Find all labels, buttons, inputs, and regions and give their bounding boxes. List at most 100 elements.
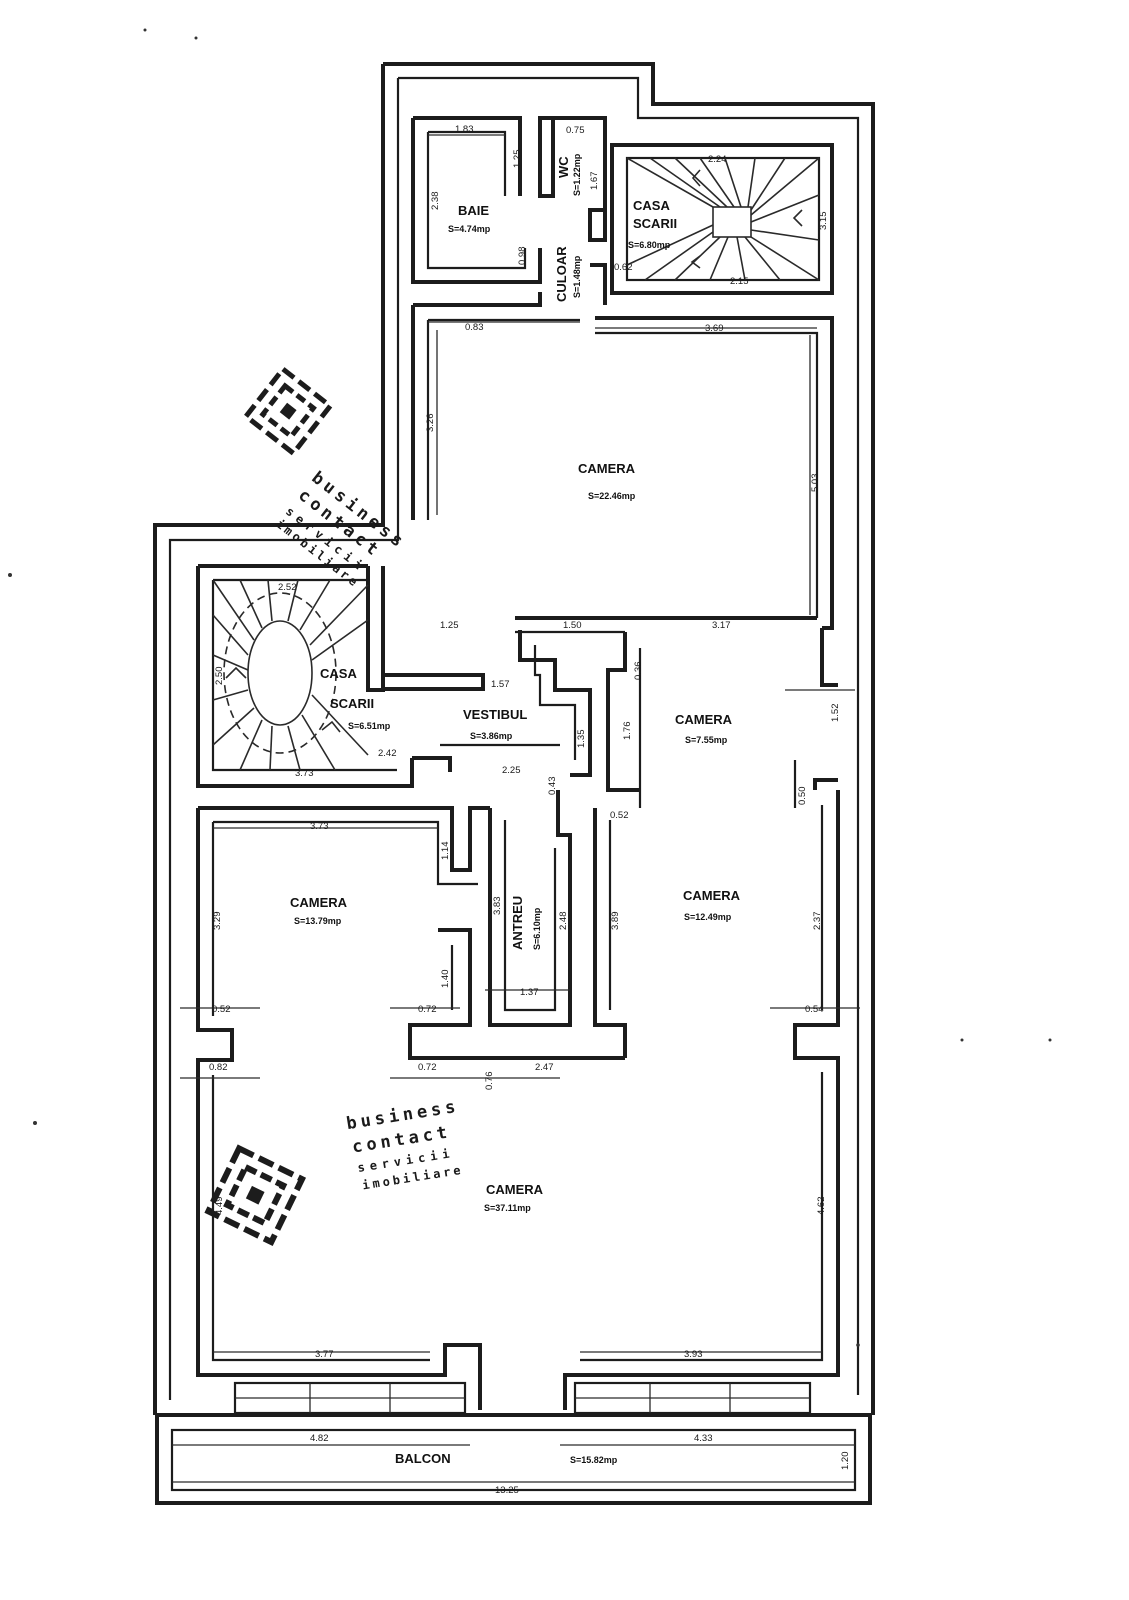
dim-balcon-total: 13.25	[495, 1485, 519, 1496]
casa-scarii-left-area: S=6.51mp	[348, 721, 391, 731]
dim-camera-top-b1: 1.25	[440, 620, 459, 631]
dim-balcon-h: 1.20	[840, 1452, 851, 1471]
dim-camera-top-h2: 5.03	[810, 474, 821, 493]
stair-left	[196, 564, 485, 788]
watermark-bottom: business contact servicii imobiliare	[204, 1097, 465, 1247]
camera-top-label: CAMERA	[578, 461, 636, 476]
dim-camera-bottom-d1: 0.72	[418, 1062, 437, 1073]
dim-camera-bottom-w2: 3.93	[684, 1349, 703, 1360]
culoar-area: S=1.48mp	[572, 255, 582, 298]
watermark-top: business contact servicii imobiliare	[242, 365, 410, 591]
camera-bottom-area: S=37.11mp	[484, 1203, 531, 1213]
camera-right-label: CAMERA	[683, 888, 741, 903]
camera-right-area: S=12.49mp	[684, 912, 732, 922]
casa-scarii-left-label-1: CASA	[320, 666, 357, 681]
dim-camera-bottom-h1: 4.49	[214, 1197, 225, 1216]
dim-camera-right-d: 0.54	[805, 1004, 824, 1015]
dim-vestibul-h: 1.35	[576, 730, 587, 749]
dim-camera-top-w1: 0.83	[465, 322, 484, 333]
dim-camera-bottom-w1: 3.77	[315, 1349, 334, 1360]
dim-scari-left-e: 2.42	[378, 748, 397, 759]
dim-scari-top-w: 2.24	[708, 154, 727, 165]
camera-small-walls	[606, 628, 838, 808]
dim-camera-left-d2: 0.52	[212, 1004, 231, 1015]
casa-scarii-top-label-1: CASA	[633, 198, 670, 213]
antreu-walls	[485, 790, 572, 1027]
camera-small-label: CAMERA	[675, 712, 733, 727]
dim-scari-left-w: 2.52	[278, 582, 297, 593]
dim-antreu-h2: 2.48	[558, 912, 569, 931]
dim-baie-w: 1.83	[455, 124, 474, 135]
dim-camera-bottom-h2: 4.62	[816, 1197, 827, 1216]
dimension-labels: 1.83 2.38 1.25 0.98 0.75 1.67 2.24 2.15 …	[209, 124, 851, 1496]
dim-camera-small-r2: 0.50	[797, 787, 808, 806]
outer-walls	[153, 62, 875, 1505]
vestibul-area: S=3.86mp	[470, 731, 513, 741]
dim-camera-bottom-d3: 0.76	[484, 1072, 495, 1091]
dim-vestibul-w2: 2.25	[502, 765, 521, 776]
wc-room-walls	[553, 116, 607, 305]
baie-area: S=4.74mp	[448, 224, 491, 234]
stair-top	[610, 143, 834, 295]
dim-camera-bottom-d4: 0.82	[209, 1062, 228, 1073]
dim-camera-small-h: 1.76	[622, 722, 633, 741]
dim-camera-small-r1: 1.52	[830, 704, 841, 723]
dim-scari-top-h: 3.15	[818, 212, 829, 231]
camera-small-area: S=7.55mp	[685, 735, 728, 745]
dim-scari-left-h: 2.50	[214, 667, 225, 686]
business-contact-logo-icon	[242, 365, 334, 457]
dim-baie-h: 2.38	[430, 192, 441, 211]
vestibul-walls	[412, 630, 592, 777]
dim-camera-left-d1: 1.14	[440, 842, 451, 861]
dim-vestibul-w: 1.57	[491, 679, 510, 690]
balcon-label: BALCON	[395, 1451, 451, 1466]
wc-area: S=1.22mp	[572, 153, 582, 196]
camera-left-area: S=13.79mp	[294, 916, 342, 926]
dim-camera-right-h: 3.89	[610, 912, 621, 931]
wc-label: WC	[556, 156, 571, 178]
casa-scarii-top-label-2: SCARII	[633, 216, 677, 231]
bottom-windows	[233, 1381, 812, 1415]
camera-bottom-label: CAMERA	[486, 1182, 544, 1197]
dim-camera-left-d4: 0.72	[418, 1004, 437, 1015]
dim-scari-top-w2: 2.15	[730, 276, 749, 287]
dim-camera-left-d3: 1.40	[440, 970, 451, 989]
camera-left-label: CAMERA	[290, 895, 348, 910]
dim-camera-right-h2: 2.37	[812, 912, 823, 931]
dim-baie-h2: 0.98	[517, 247, 528, 266]
dim-balcon-w1: 4.82	[310, 1433, 329, 1444]
dim-antreu-h: 3.83	[492, 897, 503, 916]
dim-camera-bottom-d2: 2.47	[535, 1062, 554, 1073]
dim-scari-left-b: 3.73	[295, 768, 314, 779]
casa-scarii-left-label-2: SCARII	[330, 696, 374, 711]
culoar-label: CULOAR	[554, 246, 569, 302]
dim-antreu-w: 1.37	[520, 987, 539, 998]
dim-camera-small-r3: 0.52	[610, 810, 629, 821]
dim-balcon-w2: 4.33	[694, 1433, 713, 1444]
dim-camera-left-h: 3.29	[212, 912, 223, 931]
balcon-area: S=15.82mp	[570, 1455, 618, 1465]
dim-camera-top-b3: 3.17	[712, 620, 731, 631]
dim-camera-top-b2: 1.50	[563, 620, 582, 631]
scan-specks	[8, 28, 1052, 1347]
camera-left-walls	[196, 806, 625, 1410]
camera-top-area: S=22.46mp	[588, 491, 636, 501]
dim-scari-top-d: 0.62	[614, 262, 633, 273]
antreu-area: S=6.10mp	[532, 907, 542, 950]
camera-right-walls	[563, 790, 840, 1410]
antreu-label: ANTREU	[510, 896, 525, 950]
dim-camera-top-h1: 3.26	[425, 414, 436, 433]
vestibul-label: VESTIBUL	[463, 707, 527, 722]
dim-wc-h: 1.67	[589, 172, 600, 191]
dim-baie-door: 1.25	[512, 150, 523, 169]
dim-vestibul-h2: 0.43	[547, 777, 558, 796]
baie-label: BAIE	[458, 203, 489, 218]
business-contact-logo-icon	[204, 1144, 307, 1247]
dim-wc-w: 0.75	[566, 125, 585, 136]
room-labels: BAIE S=4.74mp WC S=1.22mp CASA SCARII S=…	[290, 153, 741, 1466]
dimension-lines	[172, 134, 860, 1446]
camera-top-walls	[411, 292, 834, 634]
dim-camera-left-w: 3.73	[310, 821, 329, 832]
dim-camera-small-w: 0.36	[633, 662, 644, 681]
